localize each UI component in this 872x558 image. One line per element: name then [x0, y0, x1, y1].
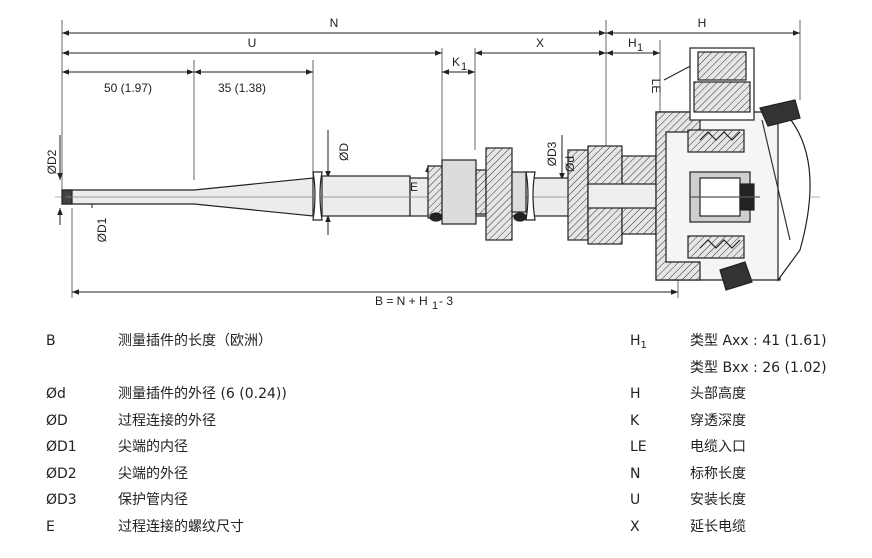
legend-symbol: LE — [630, 439, 647, 455]
legend-row-d: Ød 测量插件的外径 (6 (0.24)) — [46, 381, 566, 408]
label-D: ØD — [337, 143, 351, 161]
legend-symbol: K — [630, 412, 640, 429]
label-D2: ØD2 — [45, 149, 59, 174]
legend-row-spacer — [46, 355, 566, 382]
dim-K1-sub: 1 — [461, 61, 467, 73]
label-LE: LE — [649, 79, 663, 94]
dim-X-label: X — [536, 36, 544, 50]
legend-text: 类型 Bxx : 26 (1.02) — [690, 359, 827, 376]
legend-symbol: H — [630, 333, 641, 349]
dim-50-label: 50 (1.97) — [104, 81, 152, 95]
legend-symbol: Ød — [46, 386, 66, 402]
legend-text: 头部高度 — [690, 386, 746, 402]
legend-symbol: H — [630, 386, 641, 402]
dim-B-suffix: - 3 — [439, 294, 453, 308]
legend-row-U: U 安装长度 — [630, 487, 866, 514]
legend-symbol: E — [46, 518, 55, 535]
legend-row-D1: ØD1 尖端的内径 — [46, 434, 566, 461]
legend-row-H1-b: 类型 Bxx : 26 (1.02) — [630, 355, 866, 382]
legend-symbol: ØD — [46, 412, 68, 429]
legend-row-D2: ØD2 尖端的外径 — [46, 461, 566, 488]
break-marks — [312, 171, 536, 221]
thermowell-technical-drawing: N H U X H 1 K 1 50 (1.97) 35 (1.38) B = … — [45, 16, 820, 310]
legend-text: 电缆入口 — [690, 439, 746, 455]
legend-symbol: ØD1 — [46, 439, 77, 455]
legend-text: 过程连接的螺纹尺寸 — [118, 518, 244, 535]
legend-text: 标称长度 — [690, 465, 746, 482]
dim-H-label: H — [698, 16, 707, 30]
legend-row-H: H 头部高度 — [630, 381, 866, 408]
legend-symbol: B — [46, 333, 56, 349]
legend-symbol: U — [630, 492, 641, 508]
label-E: E — [410, 180, 418, 194]
legend-left: B 测量插件的长度（欧洲） Ød 测量插件的外径 (6 (0.24)) ØD 过… — [46, 328, 566, 540]
label-d: Ød — [563, 156, 577, 172]
legend-row-K: K 穿透深度 — [630, 408, 866, 435]
dim-H1-sub: 1 — [637, 42, 643, 54]
legend-text: 保护管内径 — [118, 492, 188, 508]
legend-row-B: B 测量插件的长度（欧洲） — [46, 328, 566, 355]
dim-B-sub: 1 — [432, 300, 438, 310]
dimension-lines — [57, 30, 800, 295]
legend-row-E: E 过程连接的螺纹尺寸 — [46, 514, 566, 541]
legend-row-N: N 标称长度 — [630, 461, 866, 488]
dim-N-label: N — [330, 16, 339, 30]
legend-row-D3: ØD3 保护管内径 — [46, 487, 566, 514]
legend-symbol: N — [630, 465, 641, 482]
legend-row-D: ØD 过程连接的外径 — [46, 408, 566, 435]
legend-text: 延长电缆 — [690, 518, 746, 535]
legend-row-X: X 延长电缆 — [630, 514, 866, 541]
legend-text: 穿透深度 — [690, 412, 746, 429]
label-D1: ØD1 — [95, 217, 109, 242]
legend-row-LE: LE 电缆入口 — [630, 434, 866, 461]
neck-extension — [567, 145, 689, 245]
dim-B-label: B = N + H — [375, 294, 428, 308]
legend-text: 尖端的内径 — [118, 439, 188, 455]
legend-right: H1 类型 Axx : 41 (1.61) 类型 Bxx : 26 (1.02)… — [630, 328, 866, 540]
dimension-texts: N H U X H 1 K 1 50 (1.97) 35 (1.38) B = … — [45, 16, 706, 310]
legend-text: 过程连接的外径 — [118, 412, 216, 429]
legend-text: 安装长度 — [690, 492, 746, 508]
legend-text: 类型 Axx : 41 (1.61) — [690, 333, 827, 349]
legend-symbol: X — [630, 518, 640, 535]
legend-symbol — [46, 355, 118, 382]
label-D3: ØD3 — [545, 141, 559, 166]
dim-35-label: 35 (1.38) — [218, 81, 266, 95]
legend-symbol: ØD3 — [46, 492, 77, 508]
legend-text: 测量插件的外径 (6 (0.24)) — [118, 386, 287, 402]
dim-H1-label: H — [628, 36, 637, 50]
legend-text: 测量插件的长度（欧洲） — [118, 333, 272, 349]
dim-U-label: U — [248, 36, 257, 50]
legend-row-H1: H1 类型 Axx : 41 (1.61) — [630, 328, 866, 355]
legend-symbol: ØD2 — [46, 465, 77, 482]
legend-text: 尖端的外径 — [118, 465, 188, 482]
process-connection — [427, 147, 527, 241]
connection-head — [655, 47, 811, 291]
dim-K1-label: K — [452, 55, 460, 69]
legend-symbol-sub: 1 — [640, 340, 647, 351]
